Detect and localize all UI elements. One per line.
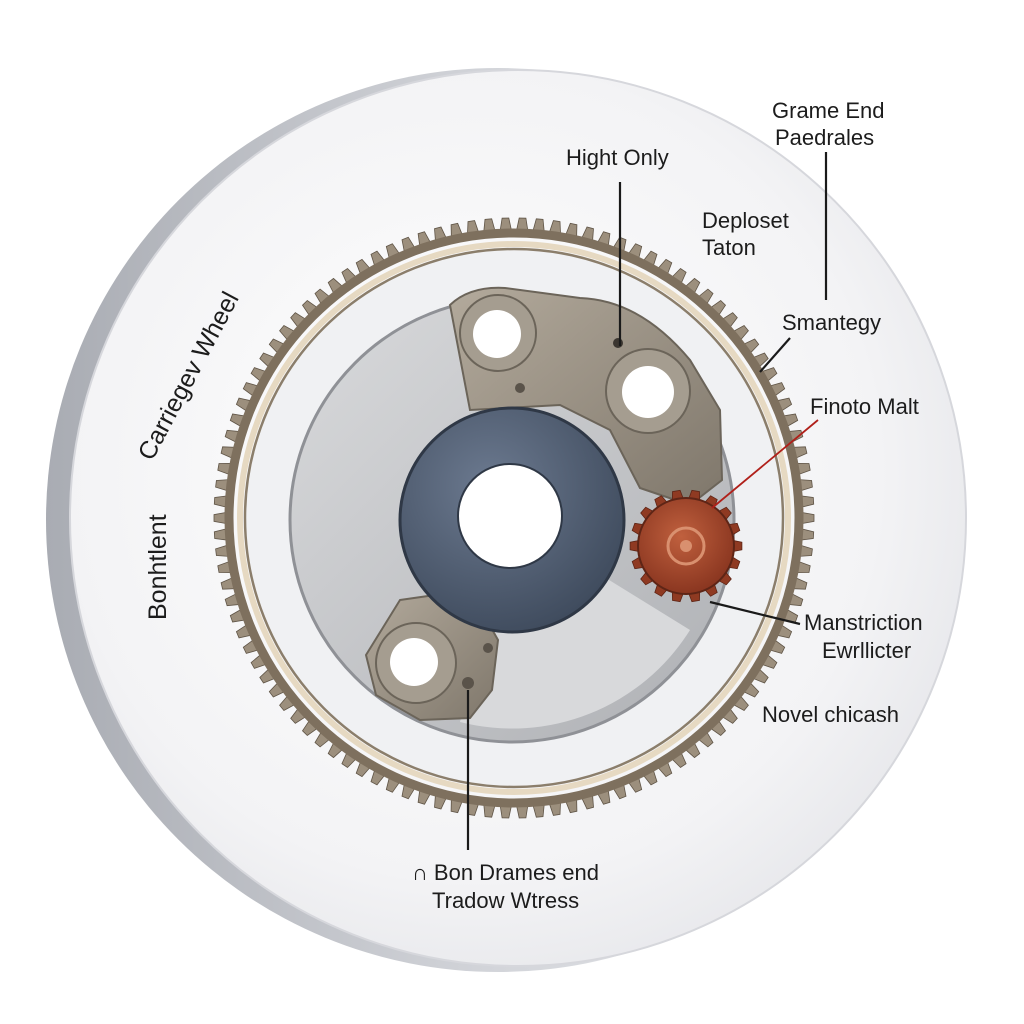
- bottom-bracket-bolt-2: [483, 643, 493, 653]
- label-novel-chicash: Novel chicash: [762, 702, 899, 727]
- leader-manstriction: [709, 600, 801, 626]
- label-grame-end-line1: Grame End: [772, 98, 885, 123]
- pinion-gear-dot: [680, 540, 692, 552]
- top-bracket-bolt-2: [515, 383, 525, 393]
- top-bracket-hole-left-inner: [473, 310, 521, 358]
- ring-gear-inner-band: [237, 241, 791, 795]
- leader-smantegy: [759, 337, 791, 373]
- label-bon-drames-line2: Tradow Wtress: [432, 888, 579, 913]
- label-smantegy: Smantegy: [782, 310, 881, 335]
- label-bon-drames-line1: ∩ Bon Drames end: [412, 860, 599, 885]
- pinion-gear-center: [666, 526, 706, 566]
- label-manstriction-line2: Ewrllicter: [822, 638, 911, 663]
- label-deploset-line2: Taton: [702, 235, 756, 260]
- bottom-bracket-hole-inner: [390, 638, 438, 686]
- label-finoto-malt: Finoto Malt: [810, 394, 919, 419]
- top-bracket-bolt: [613, 338, 623, 348]
- top-bracket-hole-right-inner: [622, 366, 674, 418]
- ring-gear-band: [224, 228, 804, 808]
- label-grame-end-line2: Paedrales: [775, 125, 874, 150]
- label-hight-only: Hight Only: [566, 145, 669, 170]
- label-bonhtlent: Bonhtlent: [144, 514, 172, 620]
- central-hub-bore: [457, 463, 563, 569]
- label-deploset-line1: Deploset: [702, 208, 789, 233]
- label-manstriction-line1: Manstriction: [804, 610, 923, 635]
- bottom-bracket-bolt: [462, 677, 474, 689]
- leader-finoto-malt: [711, 419, 819, 509]
